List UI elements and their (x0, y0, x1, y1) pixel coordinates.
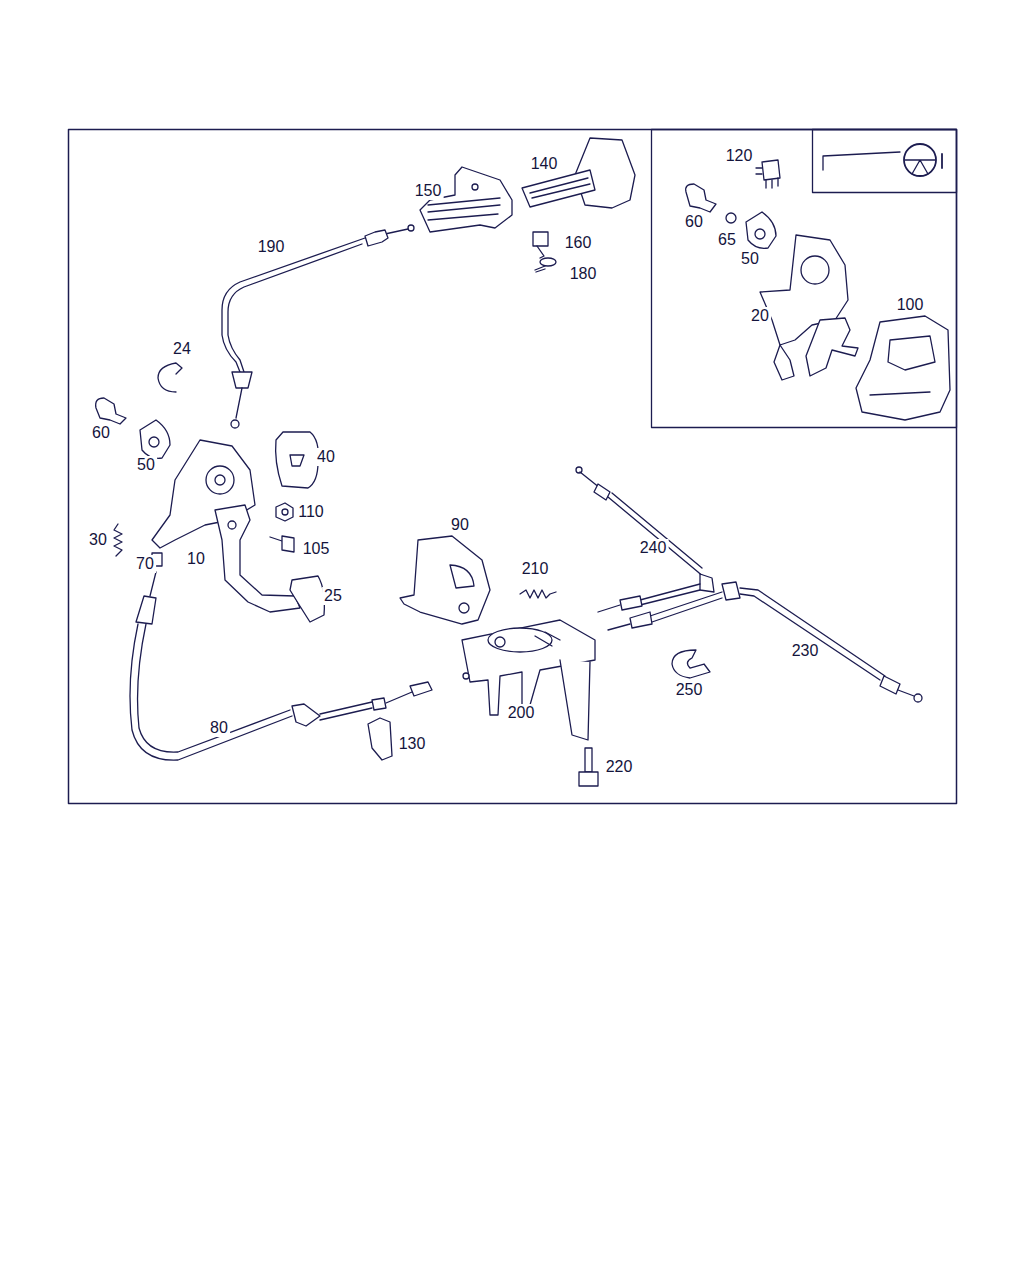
screw (533, 232, 556, 272)
buffer (276, 432, 319, 488)
spring (520, 590, 556, 598)
inset-frame (652, 130, 957, 428)
callout-number: 120 (724, 147, 755, 165)
callout-number: 70 (134, 555, 156, 573)
clip (158, 363, 182, 392)
callout-number: 130 (397, 735, 428, 753)
cable (222, 225, 414, 428)
callout-number: 65 (716, 231, 738, 249)
pedal-assembly (760, 235, 858, 380)
pedal-box (856, 316, 950, 420)
callout-number: 60 (90, 424, 112, 442)
callout-number: 40 (315, 448, 337, 466)
callout-number: 220 (604, 758, 635, 776)
callout-number: 200 (506, 704, 537, 722)
clip (672, 650, 710, 678)
cover (400, 536, 490, 624)
callout-number: 250 (674, 681, 705, 699)
callout-number: 90 (449, 516, 471, 534)
callout-number: 180 (568, 265, 599, 283)
frame (69, 130, 957, 804)
callout-number: 160 (563, 234, 594, 252)
callout-number: 25 (322, 587, 344, 605)
steering-wheel-symbol (823, 144, 942, 176)
callout-number: 150 (413, 182, 444, 200)
fasteners (270, 503, 294, 552)
callout-number: 110 (296, 503, 326, 521)
cable (130, 572, 432, 760)
callout-number: 210 (520, 560, 551, 578)
icon-frame (813, 130, 957, 193)
callout-number: 100 (895, 296, 926, 314)
callout-number: 50 (135, 456, 157, 474)
spring (114, 524, 122, 556)
pedal-rubber (290, 576, 324, 622)
bolt (579, 748, 598, 786)
connector (756, 160, 780, 188)
callout-number: 60 (683, 213, 705, 231)
callout-number: 24 (171, 340, 193, 358)
callout-number: 80 (208, 719, 230, 737)
callout-number: 105 (301, 540, 332, 558)
callout-number: 20 (749, 307, 771, 325)
callout-number: 10 (185, 550, 207, 568)
cable-clip (368, 718, 392, 760)
callout-number: 30 (87, 531, 109, 549)
actuator-assembly (462, 620, 595, 740)
cable (576, 467, 714, 612)
callout-number: 140 (529, 155, 560, 173)
callout-number: 190 (256, 238, 287, 256)
pedal-pad (522, 138, 635, 208)
callout-number: 240 (638, 539, 669, 557)
callout-number: 50 (739, 250, 761, 268)
cable (608, 582, 922, 702)
callout-number: 230 (790, 642, 821, 660)
